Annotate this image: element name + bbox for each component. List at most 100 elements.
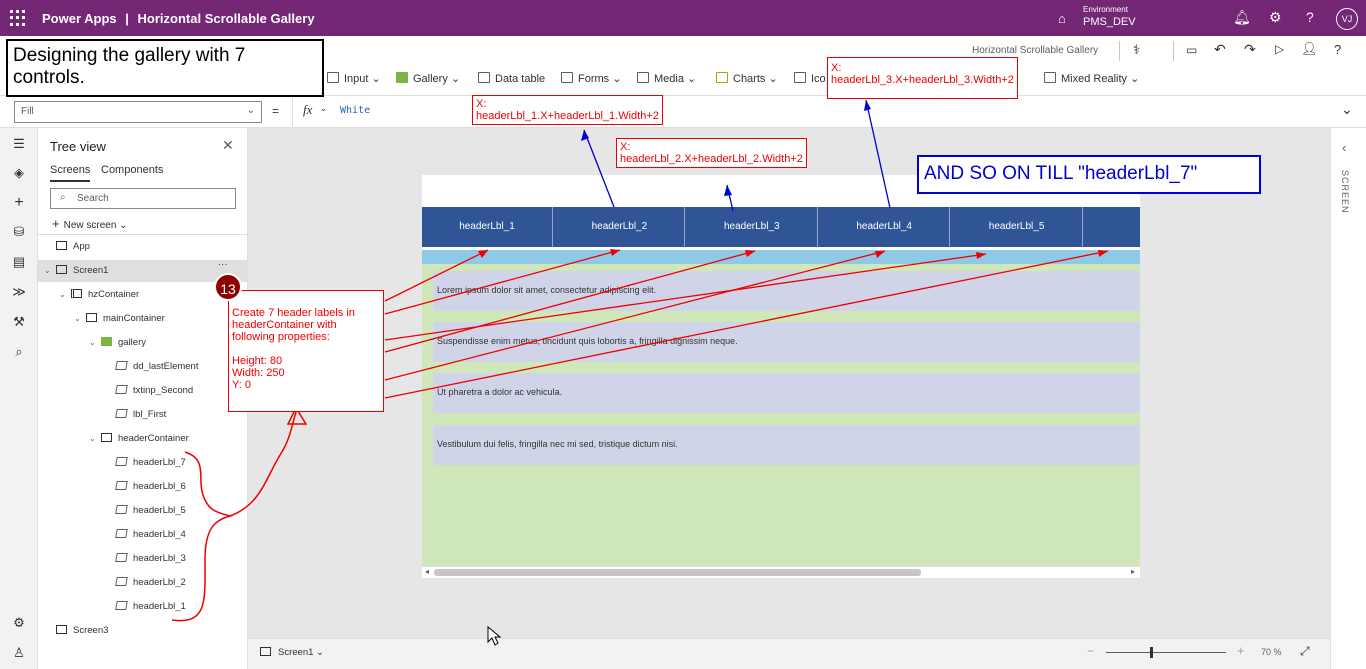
header-label-cell[interactable]: headerLbl_4	[819, 207, 951, 247]
undo-icon[interactable]: ↶	[1214, 41, 1226, 57]
tab-screens[interactable]: Screens	[50, 164, 91, 182]
ribbon-charts[interactable]: Charts ⌄	[716, 72, 778, 85]
settings-icon[interactable]: ⚙	[13, 615, 25, 630]
tree-item-lbl-first[interactable]: lbl_First	[38, 404, 248, 426]
new-screen-button[interactable]: +New screen ⌄	[52, 216, 128, 231]
property-dropdown[interactable]: Fill ⌄	[14, 101, 262, 123]
bell-icon[interactable]: 🔔︎	[1233, 9, 1251, 25]
gallery-item[interactable]: Ut pharetra a dolor ac vehicula.	[433, 373, 1140, 413]
scroll-left-icon[interactable]: ◂	[425, 567, 430, 576]
comment-icon[interactable]: ▭	[1186, 43, 1198, 57]
more-options-icon[interactable]: ···	[218, 259, 228, 270]
data-icon[interactable]: ⛁	[13, 224, 25, 239]
zoom-out-button[interactable]: −	[1087, 644, 1095, 658]
gallery-item-text: Lorem ipsum dolor sit amet, consectetur …	[437, 285, 657, 295]
tree-item-hzcontainer[interactable]: ⌄hzContainer	[38, 284, 248, 306]
tree-item-headercontainer[interactable]: ⌄headerContainer	[38, 428, 248, 450]
tools-icon[interactable]: ⚒	[13, 314, 25, 329]
tree-item-gallery[interactable]: ⌄gallery	[38, 332, 248, 354]
chevron-down-icon[interactable]: ⌄	[89, 338, 96, 347]
avatar[interactable]: VJ	[1336, 8, 1358, 30]
tree-item-headerlbl-4[interactable]: headerLbl_4	[38, 524, 248, 546]
gallery-item[interactable]: Vestibulum dui felis, fringilla nec mi s…	[433, 425, 1140, 465]
ribbon-icons[interactable]: Ico	[794, 72, 826, 85]
hamburger-icon[interactable]: ☰	[13, 136, 25, 151]
tree-item-screen1[interactable]: ⌄Screen1···	[38, 259, 248, 282]
tree-item-dd-lastelement[interactable]: dd_lastElement	[38, 356, 248, 378]
screen-panel-label[interactable]: SCREEN	[1340, 170, 1350, 214]
gallery-item[interactable]: Lorem ipsum dolor sit amet, consectetur …	[433, 271, 1140, 311]
chevron-left-icon[interactable]: ‹	[1342, 140, 1347, 155]
tree-item-headerlbl-6[interactable]: headerLbl_6	[38, 476, 248, 498]
title-annotation: Designing the gallery with 7 controls.	[6, 39, 324, 97]
power-automate-icon[interactable]: ≫	[12, 284, 26, 299]
tree-item-screen3[interactable]: Screen3	[38, 620, 248, 642]
header-label-cell[interactable]: headerLbl_1	[422, 207, 553, 247]
environment-name[interactable]: PMS_DEV	[1083, 16, 1136, 28]
new-screen-label: New screen	[63, 220, 117, 231]
tree-node-icon	[56, 241, 67, 250]
close-icon[interactable]: ✕	[222, 137, 234, 153]
tree-item-app[interactable]: App	[38, 236, 248, 258]
ribbon-gallery[interactable]: Gallery ⌄	[396, 72, 460, 85]
fx-icon[interactable]: fx	[303, 102, 313, 117]
ribbon-media[interactable]: Media ⌄	[637, 72, 696, 85]
tree-item-label: headerLbl_2	[133, 577, 186, 588]
gear-icon[interactable]: ⚙	[1269, 9, 1282, 25]
plus-icon[interactable]: +	[14, 194, 24, 211]
tab-components[interactable]: Components	[101, 164, 164, 176]
tree-item-headerlbl-3[interactable]: headerLbl_3	[38, 548, 248, 570]
chevron-down-icon[interactable]: ⌄	[320, 104, 327, 113]
header-label-cell[interactable]: headerLbl_5	[952, 207, 1083, 247]
share-icon[interactable]: 👤︎	[1301, 41, 1318, 56]
tree-item-headerlbl-5[interactable]: headerLbl_5	[38, 500, 248, 522]
layers-icon[interactable]: ◈	[14, 165, 24, 180]
zoom-slider[interactable]	[1106, 652, 1226, 653]
tree-item-maincontainer[interactable]: ⌄mainContainer	[38, 308, 248, 330]
toolbar-divider	[1173, 41, 1174, 61]
screen-selector[interactable]: Screen1 ⌄	[278, 647, 324, 658]
zoom-slider-thumb[interactable]	[1150, 647, 1153, 658]
chevron-down-icon[interactable]: ⌄	[44, 266, 51, 275]
zoom-in-button[interactable]: +	[1237, 643, 1245, 658]
gallery-item-text: Vestibulum dui felis, fringilla nec mi s…	[437, 439, 678, 449]
input-icon	[327, 72, 339, 83]
formula-input[interactable]: White	[340, 105, 371, 116]
property-value: Fill	[21, 106, 34, 117]
chevron-down-icon[interactable]: ⌄	[89, 434, 96, 443]
expand-formula-icon[interactable]: ⌄	[1341, 101, 1353, 117]
chevron-down-icon[interactable]: ⌄	[59, 290, 66, 299]
app-launcher-icon[interactable]	[10, 10, 26, 26]
gallery-item-text: Ut pharetra a dolor ac vehicula.	[437, 387, 563, 397]
header-label-cell[interactable]: headerLbl_2	[554, 207, 686, 247]
annotation-x3: X: headerLbl_3.X+headerLbl_3.Width+2	[827, 57, 1018, 99]
virtual-agent-icon[interactable]: ♙	[13, 645, 25, 660]
header-label-cell[interactable]: headerLbl_3	[687, 207, 818, 247]
screen-icon	[260, 647, 271, 656]
help-icon[interactable]: ?	[1306, 9, 1314, 25]
ribbon-input[interactable]: Input ⌄	[327, 72, 381, 85]
chevron-down-icon[interactable]: ⌄	[74, 314, 81, 323]
tree-item-headerlbl-1[interactable]: headerLbl_1	[38, 596, 248, 618]
gallery-item[interactable]: Suspendisse enim metus, tincidunt quis l…	[433, 322, 1140, 362]
play-icon[interactable]: ▷	[1275, 42, 1285, 56]
help-icon[interactable]: ?	[1334, 42, 1342, 57]
tree-item-headerlbl-2[interactable]: headerLbl_2	[38, 572, 248, 594]
scrollbar-thumb[interactable]	[434, 569, 921, 576]
tree-search-input[interactable]: Search	[50, 188, 236, 209]
scroll-right-icon[interactable]: ▸	[1131, 567, 1136, 576]
media-icon[interactable]: ▤	[12, 254, 26, 269]
ribbon-data-table[interactable]: Data table	[478, 72, 545, 85]
chevron-down-icon: ⌄	[246, 105, 255, 116]
ribbon-forms[interactable]: Forms ⌄	[561, 72, 621, 85]
ribbon-mixed-reality[interactable]: Mixed Reality ⌄	[1044, 72, 1139, 85]
environment-icon[interactable]: ⌂	[1058, 11, 1066, 26]
search-icon[interactable]: ⌕	[15, 344, 23, 359]
fit-to-window-icon[interactable]: ⤢	[1300, 644, 1310, 658]
tree-item-txtinp-second[interactable]: txtinp_Second	[38, 380, 248, 402]
stethoscope-icon[interactable]: ⚕	[1133, 42, 1141, 57]
tree-item-headerlbl-7[interactable]: headerLbl_7	[38, 452, 248, 474]
redo-icon[interactable]: ↷	[1244, 41, 1256, 57]
